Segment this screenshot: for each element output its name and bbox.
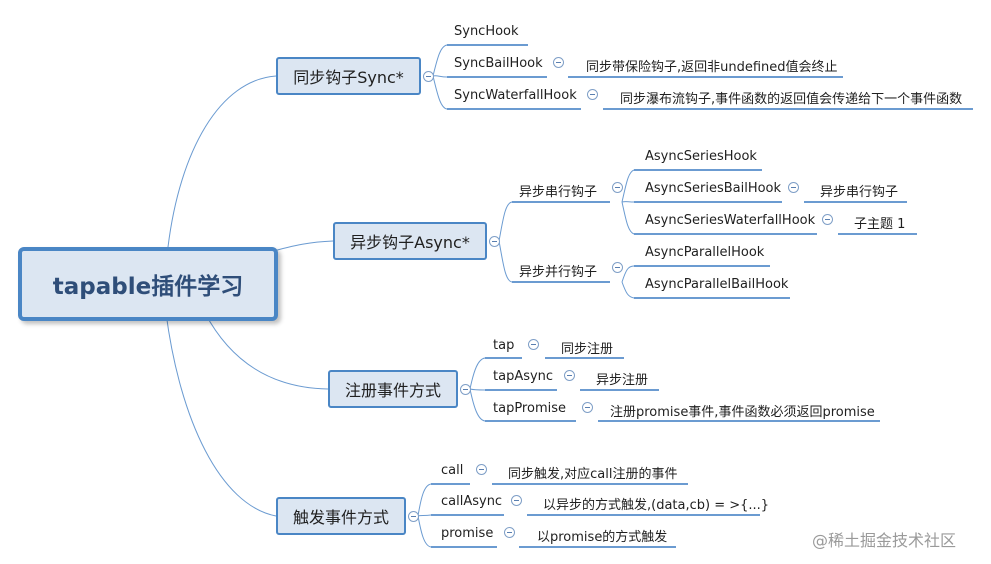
collapse-toggle-icon[interactable] — [460, 384, 471, 395]
collapse-toggle-icon[interactable] — [423, 71, 434, 82]
collapse-toggle-icon[interactable] — [612, 182, 623, 193]
branch-async-hooks[interactable]: 异步钩子Async* — [333, 222, 487, 260]
topic-tap[interactable]: tap — [493, 338, 515, 353]
collapse-toggle-icon[interactable] — [582, 402, 593, 413]
collapse-toggle-icon[interactable] — [822, 214, 833, 225]
note-tapasync[interactable]: 异步注册 — [596, 373, 649, 388]
collapse-toggle-icon[interactable] — [489, 236, 500, 247]
note-callasync[interactable]: 以异步的方式触发,(data,cb) = >{...} — [543, 498, 770, 513]
collapse-toggle-icon[interactable] — [476, 464, 487, 475]
note-tappromise[interactable]: 注册promise事件,事件函数必须返回promise — [610, 405, 875, 420]
collapse-toggle-icon[interactable] — [511, 495, 522, 506]
branch-trigger-methods[interactable]: 触发事件方式 — [276, 497, 406, 535]
note-asyncserieswaterfallhook[interactable]: 子主题 1 — [854, 217, 906, 232]
topic-asyncserieshook[interactable]: AsyncSeriesHook — [645, 149, 757, 164]
topic-syncwaterfallhook[interactable]: SyncWaterfallHook — [454, 88, 577, 103]
note-syncbailhook[interactable]: 同步带保险钩子,返回非undefined值会终止 — [586, 60, 838, 75]
collapse-toggle-icon[interactable] — [564, 370, 575, 381]
topic-syncbailhook[interactable]: SyncBailHook — [454, 56, 543, 71]
note-asyncseriesbailhook[interactable]: 异步串行钩子 — [820, 185, 899, 200]
root-topic[interactable]: tapable插件学习 — [18, 247, 278, 321]
collapse-toggle-icon[interactable] — [788, 182, 799, 193]
note-syncwaterfallhook[interactable]: 同步瀑布流钩子,事件函数的返回值会传递给下一个事件函数 — [620, 92, 963, 107]
branch-label: 异步钩子Async* — [350, 233, 470, 252]
collapse-toggle-icon[interactable] — [553, 57, 564, 68]
topic-tapasync[interactable]: tapAsync — [493, 369, 554, 384]
collapse-toggle-icon[interactable] — [612, 262, 623, 273]
branch-sync-hooks[interactable]: 同步钩子Sync* — [276, 57, 421, 95]
collapse-toggle-icon[interactable] — [504, 527, 515, 538]
collapse-toggle-icon[interactable] — [528, 339, 539, 350]
topic-callasync[interactable]: callAsync — [441, 494, 503, 509]
topic-async-series[interactable]: 异步串行钩子 — [519, 185, 598, 200]
topic-async-parallel[interactable]: 异步并行钩子 — [519, 265, 598, 280]
branch-label: 同步钩子Sync* — [293, 68, 404, 87]
branch-label: 触发事件方式 — [292, 508, 389, 527]
collapse-toggle-icon[interactable] — [587, 89, 598, 100]
topic-promise[interactable]: promise — [441, 526, 494, 541]
branch-register-methods[interactable]: 注册事件方式 — [328, 370, 458, 408]
topic-asyncparallelbailhook[interactable]: AsyncParallelBailHook — [645, 277, 789, 292]
topic-call[interactable]: call — [441, 463, 464, 478]
root-topic-label: tapable插件学习 — [52, 274, 244, 300]
note-promise[interactable]: 以promise的方式触发 — [537, 530, 668, 545]
collapse-toggle-icon[interactable] — [408, 511, 419, 522]
watermark: @稀土掘金技术社区 — [812, 531, 957, 550]
topic-synchook[interactable]: SyncHook — [454, 24, 519, 39]
note-tap[interactable]: 同步注册 — [561, 342, 614, 357]
topic-tappromise[interactable]: tapPromise — [493, 401, 566, 416]
topic-asyncparallelhook[interactable]: AsyncParallelHook — [645, 245, 765, 260]
note-call[interactable]: 同步触发,对应call注册的事件 — [508, 467, 678, 482]
topic-asyncseriesbailhook[interactable]: AsyncSeriesBailHook — [645, 181, 782, 196]
topic-asyncserieswaterfallhook[interactable]: AsyncSeriesWaterfallHook — [645, 213, 816, 228]
branch-label: 注册事件方式 — [344, 381, 441, 400]
